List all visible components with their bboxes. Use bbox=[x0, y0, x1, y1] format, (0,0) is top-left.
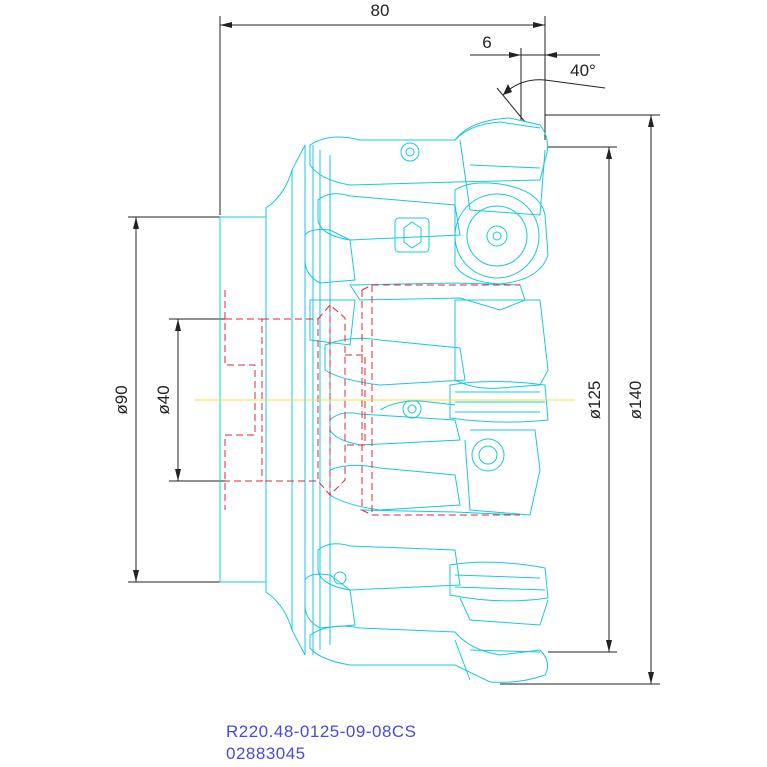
dim-dia-40: ø40 bbox=[154, 385, 173, 414]
dimension-lines bbox=[128, 16, 660, 685]
dim-angle: 40° bbox=[570, 61, 596, 80]
dim-overall-length: 80 bbox=[371, 1, 390, 20]
dim-dia-140: ø140 bbox=[626, 381, 645, 420]
part-number: R220.48-0125-09-08CS bbox=[226, 722, 417, 741]
article-code: 02883045 bbox=[226, 744, 306, 763]
dim-dia-125: ø125 bbox=[585, 381, 604, 420]
dim-offset: 6 bbox=[482, 33, 491, 52]
dim-dia-90: ø90 bbox=[112, 385, 131, 414]
